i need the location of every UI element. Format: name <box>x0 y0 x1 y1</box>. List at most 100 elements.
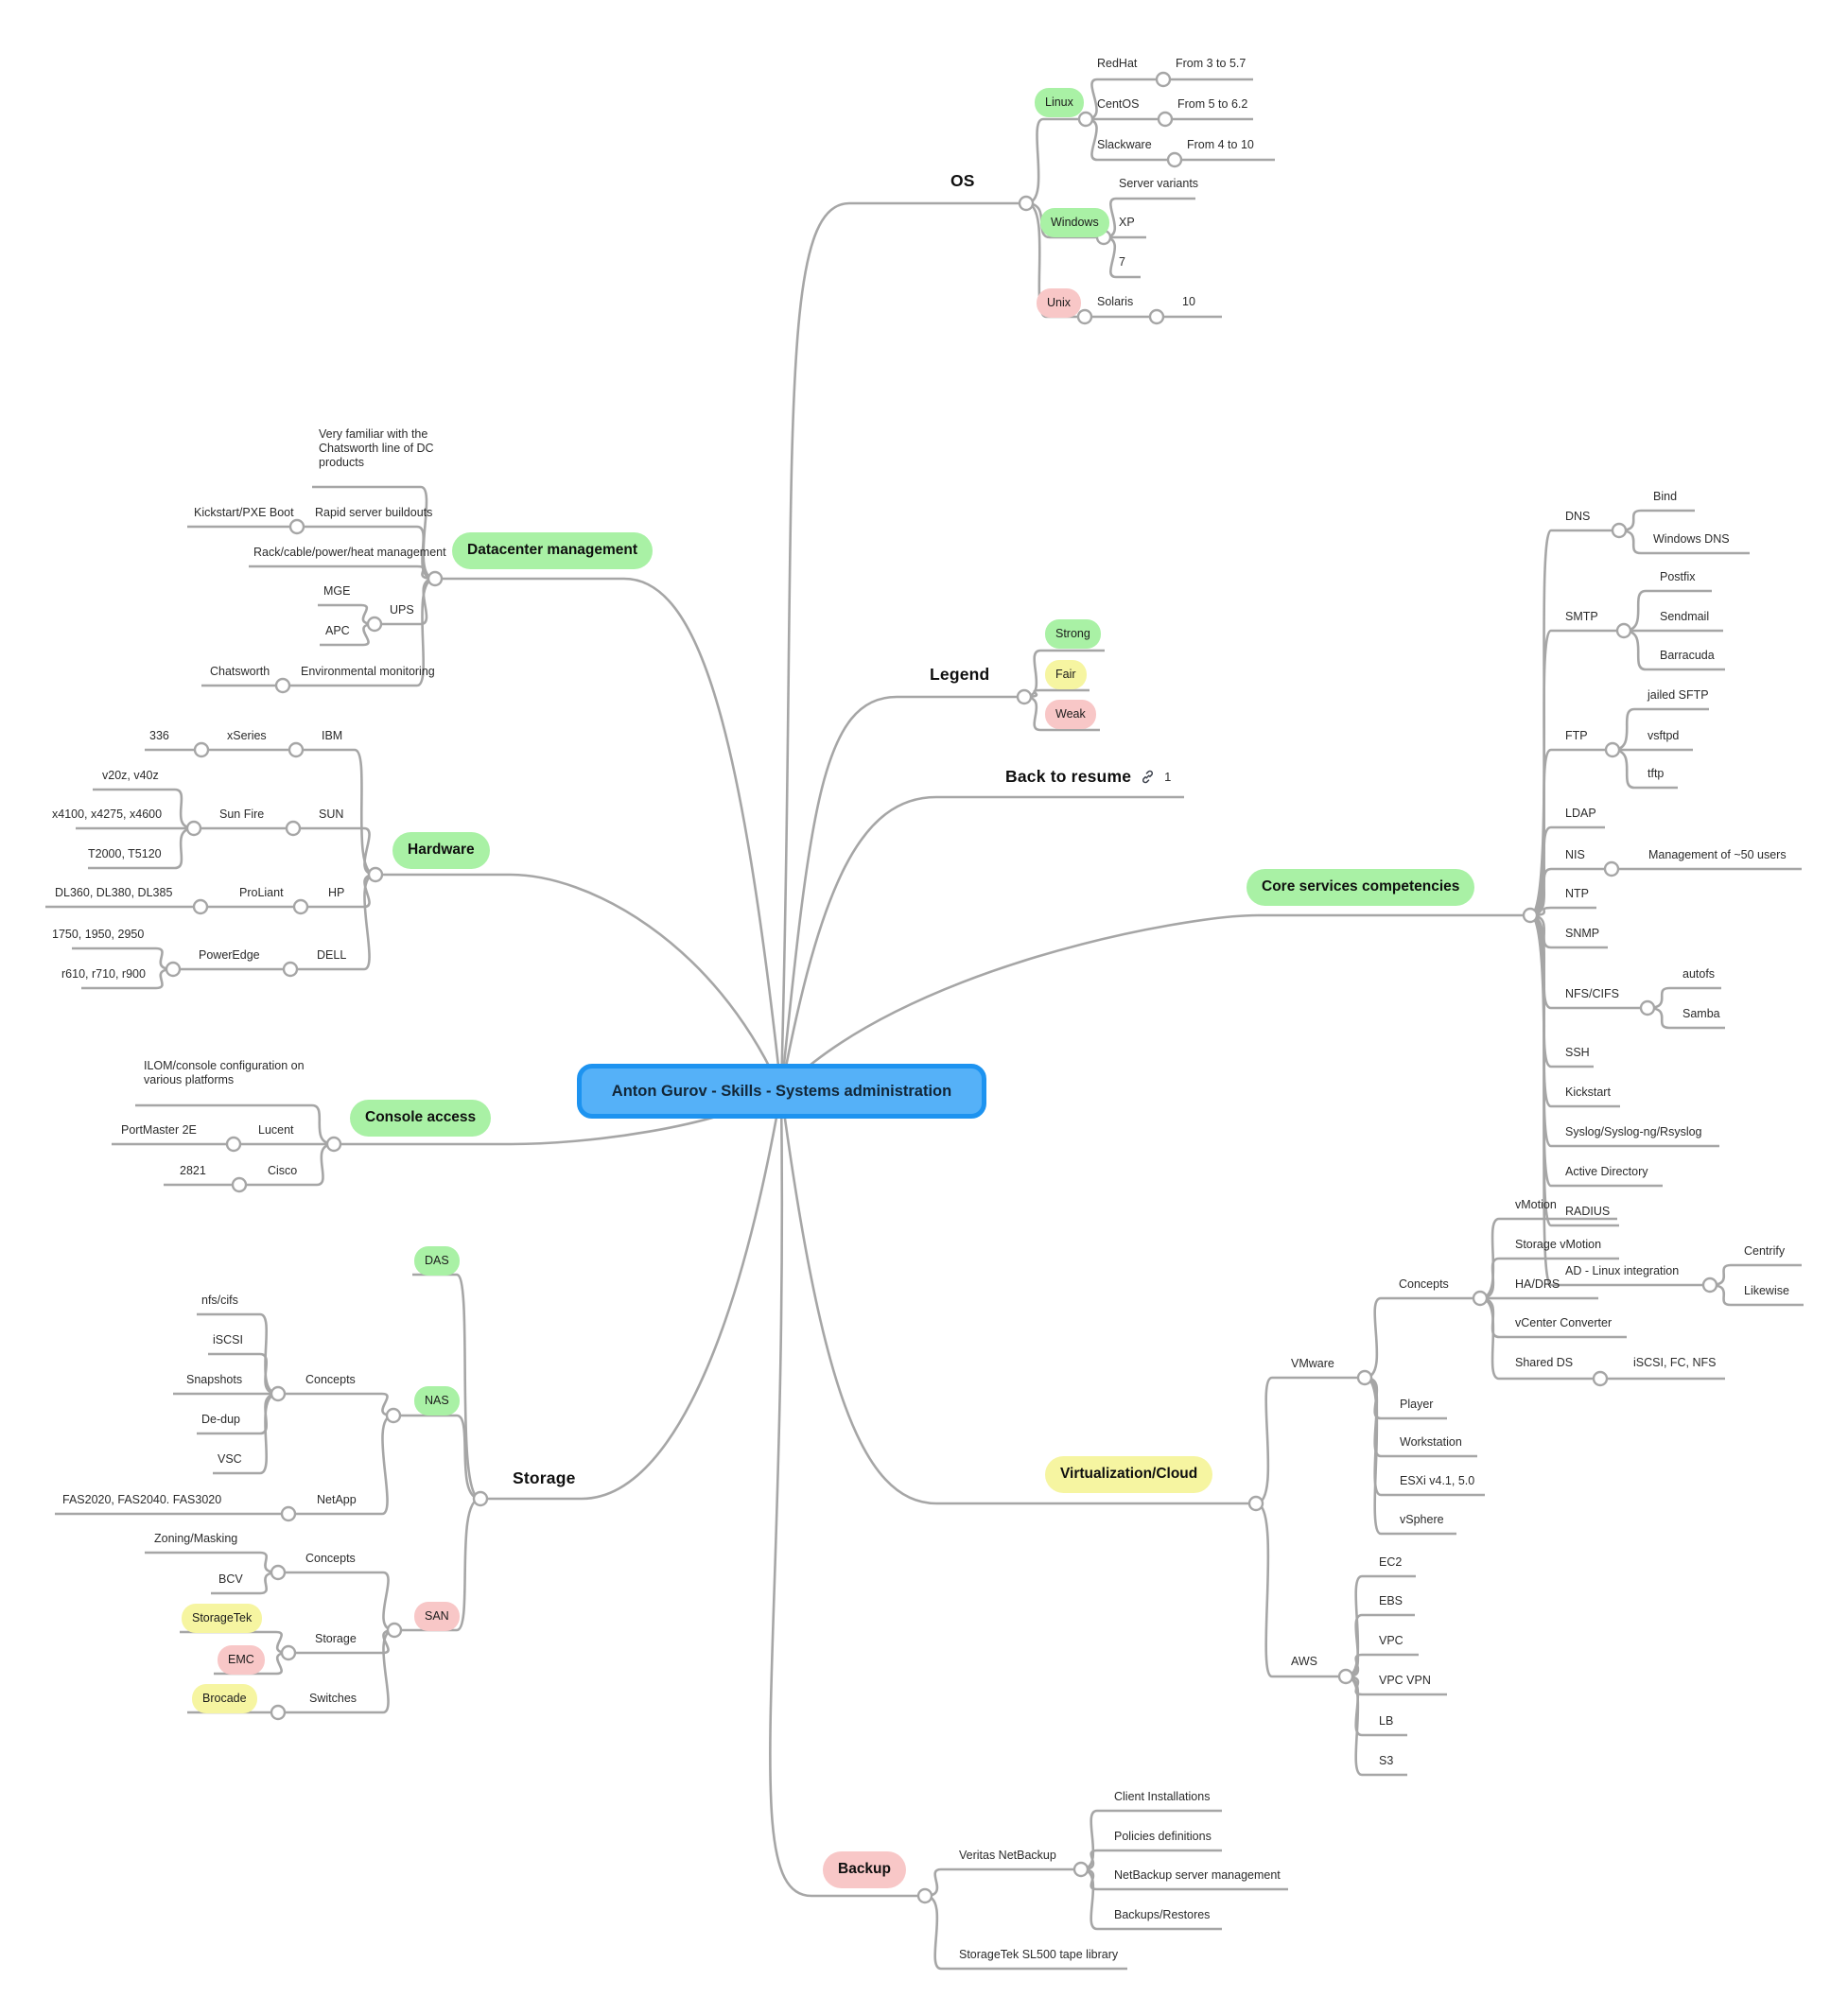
node-hp[interactable]: HP <box>328 886 345 899</box>
node-virtualization-cloud[interactable]: Virtualization/Cloud <box>1045 1456 1213 1493</box>
node-snmp[interactable]: SNMP <box>1565 927 1600 940</box>
node-legend-weak[interactable]: Weak <box>1045 700 1096 729</box>
node-proliant[interactable]: ProLiant <box>239 886 284 899</box>
node-dell[interactable]: DELL <box>317 948 347 962</box>
node-unix[interactable]: Unix <box>1037 288 1082 318</box>
node-jailed-sftp[interactable]: jailed SFTP <box>1648 688 1709 702</box>
node-slackware-version[interactable]: From 4 to 10 <box>1187 138 1254 151</box>
node-ha-drs[interactable]: HA/DRS <box>1515 1277 1560 1291</box>
node-vsphere[interactable]: vSphere <box>1400 1513 1444 1526</box>
node-redhat-version[interactable]: From 3 to 5.7 <box>1176 57 1247 70</box>
node-chatsworth-familiarity[interactable]: Very familiar with the Chatsworth line o… <box>319 427 434 469</box>
node-sun-fire[interactable]: Sun Fire <box>219 808 265 821</box>
node-ntp[interactable]: NTP <box>1565 887 1589 900</box>
node-san[interactable]: SAN <box>414 1602 460 1631</box>
node-legend-fair[interactable]: Fair <box>1045 660 1087 689</box>
node-legend-strong[interactable]: Strong <box>1045 619 1101 649</box>
node-backups-restores[interactable]: Backups/Restores <box>1114 1908 1211 1921</box>
node-apc[interactable]: APC <box>325 624 350 637</box>
node-sun[interactable]: SUN <box>319 808 344 821</box>
node-samba[interactable]: Samba <box>1682 1007 1720 1020</box>
node-rack-cable-power-heat[interactable]: Rack/cable/power/heat management <box>253 546 446 559</box>
node-ilom-console-configuration[interactable]: ILOM/console configuration on various pl… <box>144 1059 305 1086</box>
node-aws[interactable]: AWS <box>1291 1655 1318 1668</box>
node-vcenter-converter[interactable]: vCenter Converter <box>1515 1316 1613 1329</box>
node-vsftpd[interactable]: vsftpd <box>1648 729 1680 742</box>
node-vpc-vpn[interactable]: VPC VPN <box>1379 1674 1431 1687</box>
node-os[interactable]: OS <box>950 171 975 190</box>
node-t2000-t5120[interactable]: T2000, T5120 <box>88 847 162 860</box>
node-centos[interactable]: CentOS <box>1097 97 1140 111</box>
node-sendmail[interactable]: Sendmail <box>1660 610 1710 623</box>
node-emc[interactable]: EMC <box>218 1645 265 1675</box>
node-veritas-netbackup[interactable]: Veritas NetBackup <box>959 1849 1056 1862</box>
node-ad-linux-integration[interactable]: AD - Linux integration <box>1565 1264 1680 1277</box>
node-s3[interactable]: S3 <box>1379 1754 1394 1767</box>
node-vmware-concepts[interactable]: Concepts <box>1399 1277 1449 1291</box>
node-redhat[interactable]: RedHat <box>1097 57 1138 70</box>
node-core-services[interactable]: Core services competencies <box>1247 869 1475 906</box>
node-vmotion[interactable]: vMotion <box>1515 1198 1557 1211</box>
node-netbackup-server-management[interactable]: NetBackup server management <box>1114 1868 1281 1882</box>
node-vmware-workstation[interactable]: Workstation <box>1400 1435 1462 1449</box>
root-topic[interactable]: Anton Gurov - Skills - Systems administr… <box>577 1064 986 1119</box>
node-esxi[interactable]: ESXi v4.1, 5.0 <box>1400 1474 1475 1487</box>
node-r610-r710-r900[interactable]: r610, r710, r900 <box>61 967 146 981</box>
node-1750-1950-2950[interactable]: 1750, 1950, 2950 <box>52 928 145 941</box>
node-environmental-monitoring[interactable]: Environmental monitoring <box>301 665 435 678</box>
node-server-variants[interactable]: Server variants <box>1119 177 1199 190</box>
node-zoning-masking[interactable]: Zoning/Masking <box>154 1532 238 1545</box>
node-kickstart-pxe-boot[interactable]: Kickstart/PXE Boot <box>194 506 294 519</box>
node-nis-management[interactable]: Management of ~50 users <box>1648 848 1787 861</box>
node-poweredge[interactable]: PowerEdge <box>199 948 260 962</box>
node-windows-7[interactable]: 7 <box>1119 255 1125 269</box>
node-2821[interactable]: 2821 <box>180 1164 206 1177</box>
node-lucent[interactable]: Lucent <box>258 1123 294 1137</box>
node-storagetek[interactable]: StorageTek <box>182 1604 263 1633</box>
node-netapp[interactable]: NetApp <box>317 1493 357 1506</box>
node-console-access[interactable]: Console access <box>350 1100 492 1137</box>
node-solaris[interactable]: Solaris <box>1097 295 1134 308</box>
node-ftp[interactable]: FTP <box>1565 729 1588 742</box>
node-lb[interactable]: LB <box>1379 1714 1394 1728</box>
node-das[interactable]: DAS <box>414 1246 460 1276</box>
node-bind[interactable]: Bind <box>1653 490 1678 503</box>
node-de-dup[interactable]: De-dup <box>201 1413 240 1426</box>
node-smtp[interactable]: SMTP <box>1565 610 1598 623</box>
node-portmaster-2e[interactable]: PortMaster 2E <box>121 1123 197 1137</box>
node-ec2[interactable]: EC2 <box>1379 1555 1403 1569</box>
node-policies-definitions[interactable]: Policies definitions <box>1114 1830 1212 1843</box>
node-nas[interactable]: NAS <box>414 1386 460 1416</box>
node-ebs[interactable]: EBS <box>1379 1594 1403 1607</box>
node-radius[interactable]: RADIUS <box>1565 1205 1611 1218</box>
node-client-installations[interactable]: Client Installations <box>1114 1790 1211 1803</box>
node-v20z-v40z[interactable]: v20z, v40z <box>102 769 159 782</box>
node-sl500-tape-library[interactable]: StorageTek SL500 tape library <box>959 1948 1119 1961</box>
node-shared-ds[interactable]: Shared DS <box>1515 1356 1574 1369</box>
node-autofs[interactable]: autofs <box>1682 967 1716 981</box>
node-linux[interactable]: Linux <box>1035 88 1084 117</box>
node-vsc[interactable]: VSC <box>218 1452 242 1466</box>
node-ssh[interactable]: SSH <box>1565 1046 1590 1059</box>
node-dl360-dl380-dl385[interactable]: DL360, DL380, DL385 <box>55 886 173 899</box>
node-bcv[interactable]: BCV <box>218 1572 243 1586</box>
node-storage[interactable]: Storage <box>513 1468 576 1487</box>
node-ibm[interactable]: IBM <box>322 729 343 742</box>
node-snapshots[interactable]: Snapshots <box>186 1373 243 1386</box>
node-centrify[interactable]: Centrify <box>1744 1244 1786 1258</box>
node-fas-models[interactable]: FAS2020, FAS2040. FAS3020 <box>62 1493 222 1506</box>
node-vpc[interactable]: VPC <box>1379 1634 1403 1647</box>
node-storage-vmotion[interactable]: Storage vMotion <box>1515 1238 1602 1251</box>
hyperlink-icon[interactable] <box>1140 769 1156 785</box>
node-x4100-x4275-x4600[interactable]: x4100, x4275, x4600 <box>52 808 163 821</box>
node-active-directory[interactable]: Active Directory <box>1565 1165 1648 1178</box>
node-windows[interactable]: Windows <box>1040 208 1109 237</box>
node-postfix[interactable]: Postfix <box>1660 570 1696 583</box>
node-syslog[interactable]: Syslog/Syslog-ng/Rsyslog <box>1565 1125 1702 1138</box>
node-336[interactable]: 336 <box>149 729 169 742</box>
node-xseries[interactable]: xSeries <box>227 729 267 742</box>
node-kickstart[interactable]: Kickstart <box>1565 1086 1611 1099</box>
node-vmware[interactable]: VMware <box>1291 1357 1334 1370</box>
node-nas-concepts[interactable]: Concepts <box>305 1373 356 1386</box>
node-san-storage[interactable]: Storage <box>315 1632 357 1645</box>
